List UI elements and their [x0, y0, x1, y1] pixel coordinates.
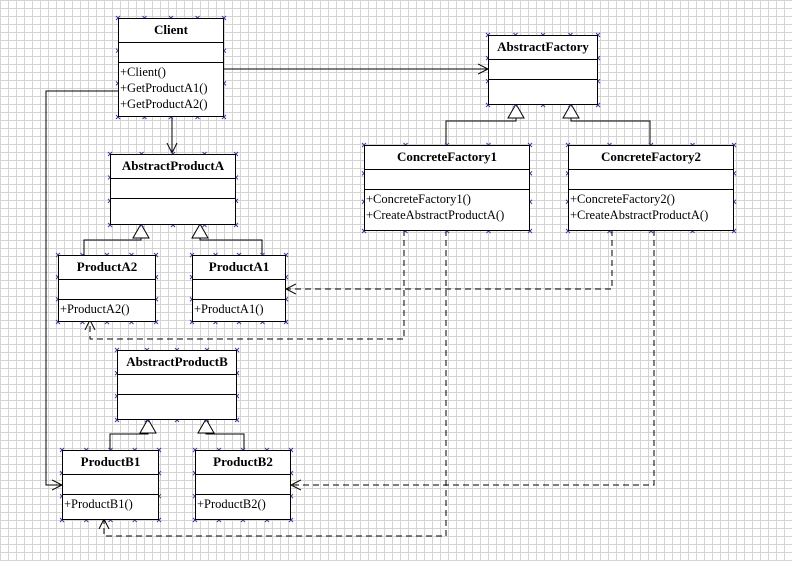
operations-section: +ProductB1()	[63, 495, 158, 519]
operations-section: +ProductA2()	[59, 300, 155, 321]
class-name: ConcreteFactory1	[365, 146, 529, 170]
attributes-section	[111, 179, 235, 199]
operation: +ProductB2()	[197, 497, 266, 511]
attributes-section	[569, 170, 733, 190]
attributes-section	[489, 60, 597, 80]
class-abstract-factory[interactable]: AbstractFactory	[488, 35, 598, 105]
attributes-section	[365, 170, 529, 190]
concretefactory1-generalization[interactable]	[445, 114, 517, 145]
operation: +GetProductA1()	[120, 81, 208, 95]
concretefactory2-to-producta1-dependency[interactable]	[286, 230, 613, 289]
class-name: AbstractFactory	[489, 36, 597, 60]
class-abstract-product-b[interactable]: AbstractProductB	[117, 350, 237, 420]
concretefactory2-to-productb2-dependency[interactable]	[291, 230, 655, 485]
class-abstract-product-a[interactable]: AbstractProductA	[110, 154, 236, 225]
class-name: ProductA2	[59, 256, 155, 280]
operations-section: +Client() +GetProductA1() +GetProductA2(…	[119, 63, 223, 116]
operation: +ConcreteFactory1()	[366, 192, 471, 206]
attributes-section	[59, 280, 155, 300]
class-name: ConcreteFactory2	[569, 146, 733, 170]
attributes-section	[118, 375, 236, 395]
attributes-section	[63, 475, 158, 495]
class-product-a1[interactable]: ProductA1 +ProductA1()	[192, 255, 286, 322]
operation: +ConcreteFactory2()	[570, 192, 675, 206]
abstractproducta-triangle-right	[191, 222, 209, 239]
abstractproductb-triangle-left	[139, 417, 157, 434]
class-name: AbstractProductA	[111, 155, 235, 179]
attributes-section	[193, 280, 285, 300]
attributes-section	[119, 43, 223, 63]
attributes-section	[196, 475, 290, 495]
class-name: ProductB2	[196, 451, 290, 475]
abstractfactory-triangle-right	[562, 102, 580, 119]
operation: +ProductB1()	[64, 497, 133, 511]
operations-section: +ConcreteFactory1() +CreateAbstractProdu…	[365, 190, 529, 230]
abstractproducta-triangle-left	[132, 222, 150, 239]
operations-section	[111, 199, 235, 224]
class-product-b2[interactable]: ProductB2 +ProductB2()	[195, 450, 291, 520]
operation: +ProductA2()	[60, 302, 130, 316]
concretefactory1-to-producta2-dependency[interactable]	[90, 230, 405, 340]
operation: +ProductA1()	[194, 302, 264, 316]
operations-section: +ProductB2()	[196, 495, 290, 519]
producta2-generalization[interactable]	[83, 232, 142, 255]
class-product-a2[interactable]: ProductA2 +ProductA2()	[58, 255, 156, 322]
class-product-b1[interactable]: ProductB1 +ProductB1()	[62, 450, 159, 520]
operation: +GetProductA2()	[120, 97, 208, 111]
producta1-generalization[interactable]	[199, 232, 263, 255]
client-to-productb1-association[interactable]	[45, 90, 118, 485]
class-concrete-factory2[interactable]: ConcreteFactory2 +ConcreteFactory2() +Cr…	[568, 145, 734, 231]
class-name: AbstractProductB	[118, 351, 236, 375]
abstractproductb-triangle-right	[197, 417, 215, 434]
class-client[interactable]: Client +Client() +GetProductA1() +GetPro…	[118, 18, 224, 117]
operations-section	[489, 80, 597, 104]
operations-section: +ConcreteFactory2() +CreateAbstractProdu…	[569, 190, 733, 230]
concretefactory1-to-productb1-dependency[interactable]	[104, 230, 447, 537]
operation: +CreateAbstractProductA()	[570, 208, 709, 222]
concretefactory2-generalization[interactable]	[570, 114, 651, 145]
class-name: ProductB1	[63, 451, 158, 475]
operation: +Client()	[120, 65, 166, 79]
operation: +CreateAbstractProductA()	[366, 208, 505, 222]
class-name: Client	[119, 19, 223, 43]
class-concrete-factory1[interactable]: ConcreteFactory1 +ConcreteFactory1() +Cr…	[364, 145, 530, 231]
operations-section: +ProductA1()	[193, 300, 285, 321]
abstractfactory-triangle-left	[507, 102, 525, 119]
class-name: ProductA1	[193, 256, 285, 280]
operations-section	[118, 395, 236, 419]
